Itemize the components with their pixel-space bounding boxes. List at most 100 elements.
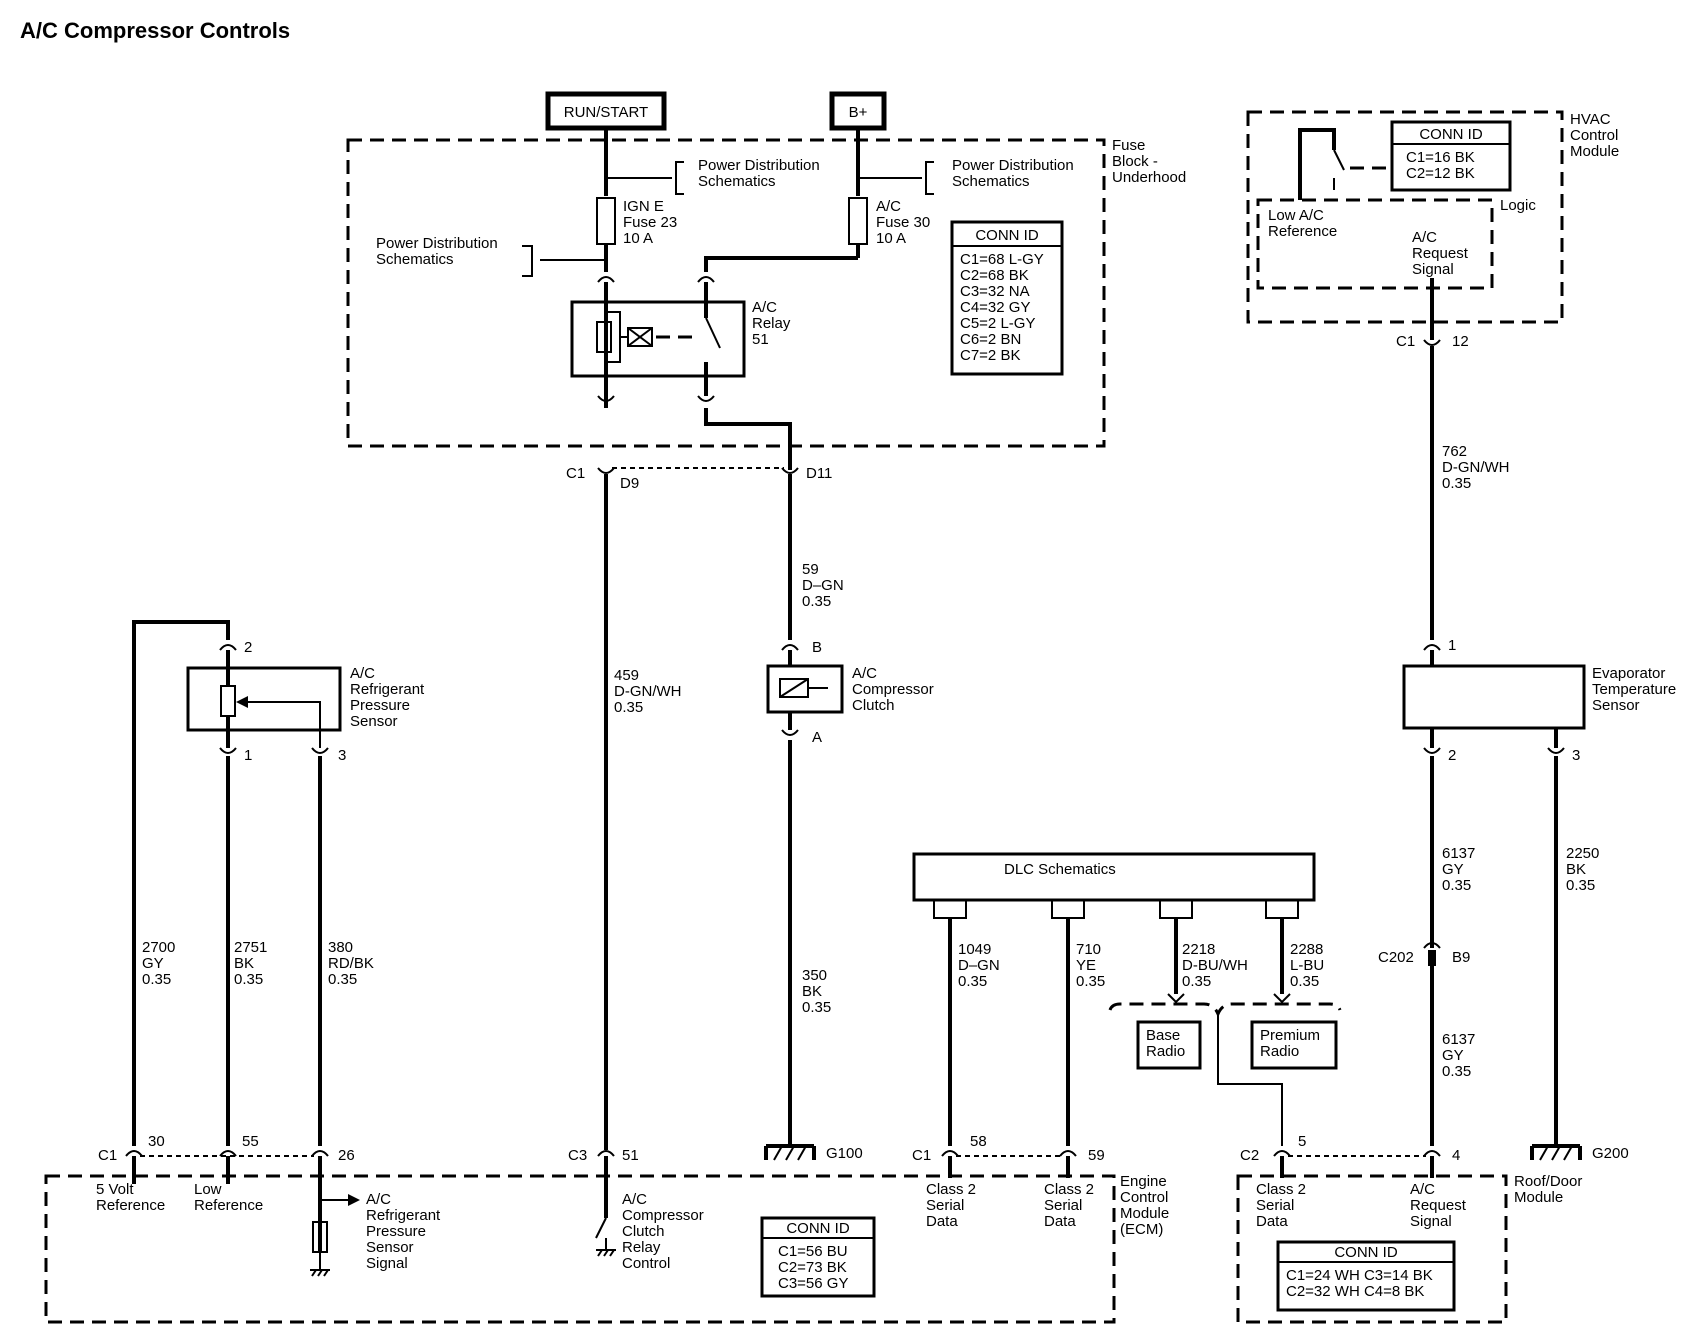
- hvac-conn-id: [1390, 120, 1512, 192]
- roof-pin-5: 5: [1298, 1133, 1306, 1150]
- ecm-conn-title: CONN ID: [786, 1220, 850, 1237]
- fuse-block-conn-title: CONN ID: [975, 227, 1039, 244]
- ecm-pin-30: 30: [148, 1133, 165, 1150]
- hvac-low-ref: Low A/C Reference: [1268, 207, 1337, 240]
- ac-refrigerant-pressure-sensor: [186, 666, 342, 732]
- roof-door-module: [1236, 1174, 1508, 1324]
- evap-pin-1: 1: [1448, 637, 1456, 654]
- clutch-label: A/C Compressor Clutch: [852, 665, 938, 714]
- wire-2250: 2250 BK 0.35: [1566, 845, 1604, 894]
- ecm-c1-left: C1: [98, 1147, 117, 1164]
- roof-c2: C2: [1240, 1147, 1259, 1164]
- dlc-label: DLC Schematics: [1004, 861, 1116, 878]
- hvac-conn-title: CONN ID: [1419, 126, 1483, 143]
- roof-conn-rows: C1=24 WH C3=14 BK C2=32 WH C4=8 BK: [1286, 1267, 1437, 1300]
- hvac-pin-12: 12: [1452, 333, 1469, 350]
- ecm-pin-26: 26: [338, 1147, 355, 1164]
- g100-label: G100: [826, 1145, 863, 1162]
- hvac-req-signal: A/C Request Signal: [1412, 229, 1472, 278]
- c202-label: C202: [1378, 949, 1414, 966]
- relay-coil-resistor: [596, 321, 612, 353]
- ecm-pin-59: 59: [1088, 1147, 1105, 1164]
- hvac-logic-block: [1256, 198, 1494, 290]
- wire-2751: 2751 BK 0.35: [234, 939, 272, 988]
- hvac-name: HVAC Control Module: [1570, 111, 1623, 160]
- wire-380: 380 RD/BK 0.35: [328, 939, 378, 988]
- pin-d11: D11: [806, 465, 832, 482]
- fuse-23-label: IGN E Fuse 23 10 A: [623, 198, 681, 247]
- ecm-name: Engine Control Module (ECM): [1120, 1173, 1173, 1238]
- wire-2700: 2700 GY 0.35: [142, 939, 180, 988]
- wire-2218: 2218 D-BU/WH 0.35: [1182, 941, 1252, 990]
- ecm-5v-ref: 5 Volt Reference: [96, 1181, 165, 1214]
- hvac-c1: C1: [1396, 333, 1415, 350]
- g200-label: G200: [1592, 1145, 1629, 1162]
- ecm-c1-right: C1: [912, 1147, 931, 1164]
- sensor-pin-3: 3: [338, 747, 346, 764]
- engine-control-module: [44, 1174, 1116, 1324]
- roof-conn-title: CONN ID: [1334, 1244, 1398, 1261]
- wire-6137-upper: 6137 GY 0.35: [1442, 845, 1480, 894]
- fuse-30: [848, 197, 868, 245]
- ground-g200: [1530, 1144, 1582, 1161]
- pin-d9: D9: [620, 475, 639, 492]
- fuse-block-c1: C1: [566, 465, 585, 482]
- roof-name: Roof/Door Module: [1514, 1173, 1587, 1206]
- diagram-title: A/C Compressor Controls: [20, 18, 290, 43]
- sensor-pin-2: 2: [244, 639, 252, 656]
- hvac-logic-label: Logic: [1500, 197, 1536, 214]
- run-start-label: RUN/START: [564, 104, 648, 121]
- ecm-class2-b: Class 2 Serial Data: [1044, 1181, 1098, 1230]
- evaporator-temperature-sensor: [1402, 664, 1586, 730]
- ground-g100: [764, 1144, 816, 1161]
- wire-762: 762 D-GN/WH 0.35: [1442, 443, 1514, 492]
- ac-relay-label: A/C Relay 51: [752, 299, 795, 348]
- hvac-control-module: [1246, 110, 1564, 324]
- ecm-pin-51: 51: [622, 1147, 639, 1164]
- pds-right-label: Power Distribution Schematics: [952, 157, 1078, 190]
- ecm-conn-rows: C1=56 BU C2=73 BK C3=56 GY: [778, 1243, 852, 1292]
- c202-connector: [1428, 950, 1436, 966]
- base-radio-label: Base Radio: [1146, 1027, 1185, 1060]
- ecm-low-ref: Low Reference: [194, 1181, 263, 1214]
- c202-pin: B9: [1452, 949, 1470, 966]
- wire-2288: 2288 L-BU 0.35: [1290, 941, 1328, 990]
- base-radio-option: [1136, 1020, 1202, 1070]
- sensor-pin-1: 1: [244, 747, 252, 764]
- wire-350: 350 BK 0.35: [802, 967, 831, 1016]
- pds-mid-label: Power Distribution Schematics: [698, 157, 824, 190]
- wire-710: 710 YE 0.35: [1076, 941, 1105, 990]
- ecm-class2-a: Class 2 Serial Data: [926, 1181, 980, 1230]
- fuse-block-conn-rows: C1=68 L-GY C2=68 BK C3=32 NA C4=32 GY C5…: [960, 251, 1048, 364]
- evap-pin-3: 3: [1572, 747, 1580, 764]
- fuse-block-conn-id: [950, 220, 1064, 376]
- evap-label: Evaporator Temperature Sensor: [1592, 665, 1680, 714]
- hvac-conn-rows: C1=16 BK C2=12 BK: [1406, 149, 1479, 182]
- wire-6137-lower: 6137 GY 0.35: [1442, 1031, 1480, 1080]
- pressure-sensor-label: A/C Refrigerant Pressure Sensor: [350, 665, 428, 730]
- pds-left-label: Power Distribution Schematics: [376, 235, 502, 268]
- fuse-block-underhood: [346, 138, 1106, 448]
- wire-59: 59 D–GN 0.35: [802, 561, 848, 610]
- ecm-c3: C3: [568, 1147, 587, 1164]
- fuse-block-name: Fuse Block - Underhood: [1112, 137, 1186, 186]
- ecm-pressure-signal: A/C Refrigerant Pressure Sensor Signal: [366, 1191, 444, 1272]
- wire-1049: 1049 D–GN 0.35: [958, 941, 1004, 990]
- roof-req-signal: A/C Request Signal: [1410, 1181, 1470, 1230]
- clutch-pin-b: B: [812, 639, 822, 656]
- ecm-pin-55: 55: [242, 1133, 259, 1150]
- premium-radio-option: [1250, 1020, 1338, 1070]
- fuse-30-label: A/C Fuse 30 10 A: [876, 198, 934, 247]
- fuse-23: [596, 197, 616, 245]
- evap-pin-2: 2: [1448, 747, 1456, 764]
- wire-459: 459 D-GN/WH 0.35: [614, 667, 686, 716]
- roof-pin-4: 4: [1452, 1147, 1460, 1164]
- roof-class2: Class 2 Serial Data: [1256, 1181, 1310, 1230]
- ecm-conn-id: [760, 1216, 876, 1298]
- ecm-pin-58: 58: [970, 1133, 987, 1150]
- b-plus-label: B+: [849, 104, 868, 121]
- ecm-relay-control: A/C Compressor Clutch Relay Control: [622, 1191, 708, 1272]
- premium-radio-label: Premium Radio: [1260, 1027, 1324, 1060]
- clutch-pin-a: A: [812, 729, 822, 746]
